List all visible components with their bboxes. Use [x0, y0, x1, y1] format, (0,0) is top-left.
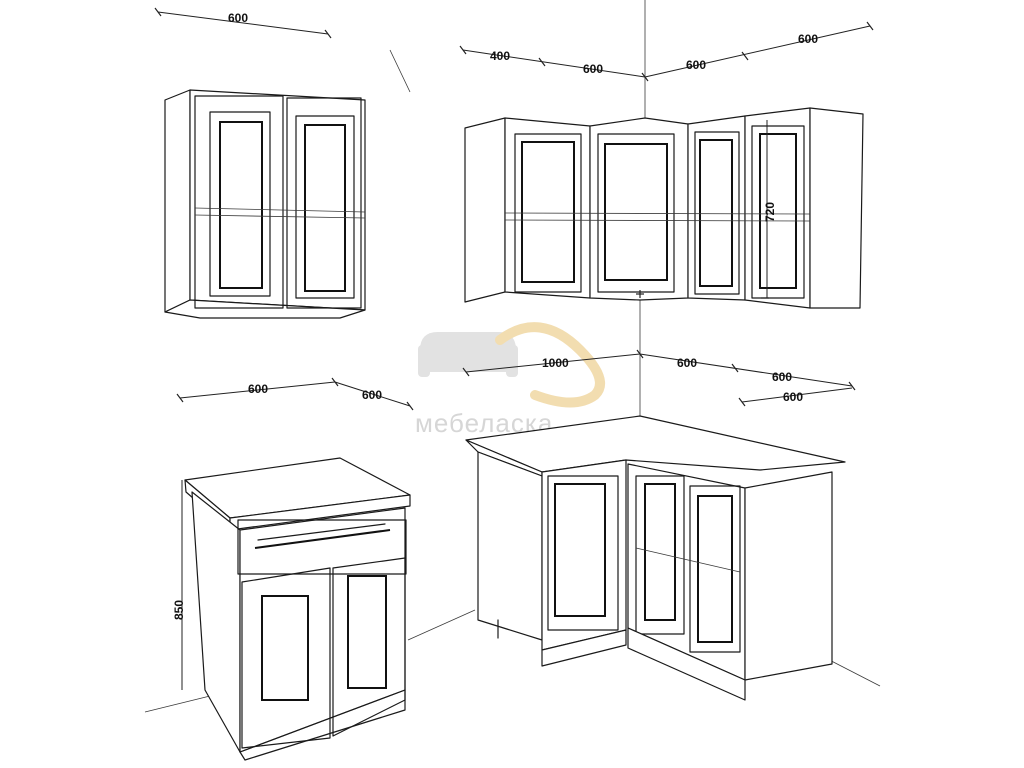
dim-base-height: 850 — [172, 600, 186, 620]
dim-wall-corner-right-return: 600 — [798, 32, 818, 46]
dim-base-single-depth: 600 — [362, 388, 382, 402]
base-cabinet-single — [184, 457, 411, 761]
base-cabinet-corner — [465, 415, 846, 701]
dim-base-corner-depth: 600 — [783, 390, 803, 404]
dim-base-corner-right: 600 — [772, 370, 792, 384]
dim-wall-height: 720 — [763, 202, 777, 222]
dim-wall-single-width: 600 — [228, 11, 248, 25]
dim-wall-corner-left-return: 400 — [490, 49, 510, 63]
wall-cabinet-corner — [464, 107, 864, 309]
dim-base-corner-long: 1000 — [542, 356, 569, 370]
dimension-lines — [154, 7, 874, 690]
watermark-logo: мебеласка — [415, 322, 605, 438]
dim-base-corner-mid: 600 — [677, 356, 697, 370]
dimension-labels: 600 400 600 600 600 720 600 600 1000 600… — [172, 11, 818, 620]
wall-cabinet-single — [164, 89, 366, 319]
dim-base-single-width: 600 — [248, 382, 268, 396]
dim-wall-corner-left-width: 600 — [583, 62, 603, 76]
dim-wall-corner-right-width: 600 — [686, 58, 706, 72]
